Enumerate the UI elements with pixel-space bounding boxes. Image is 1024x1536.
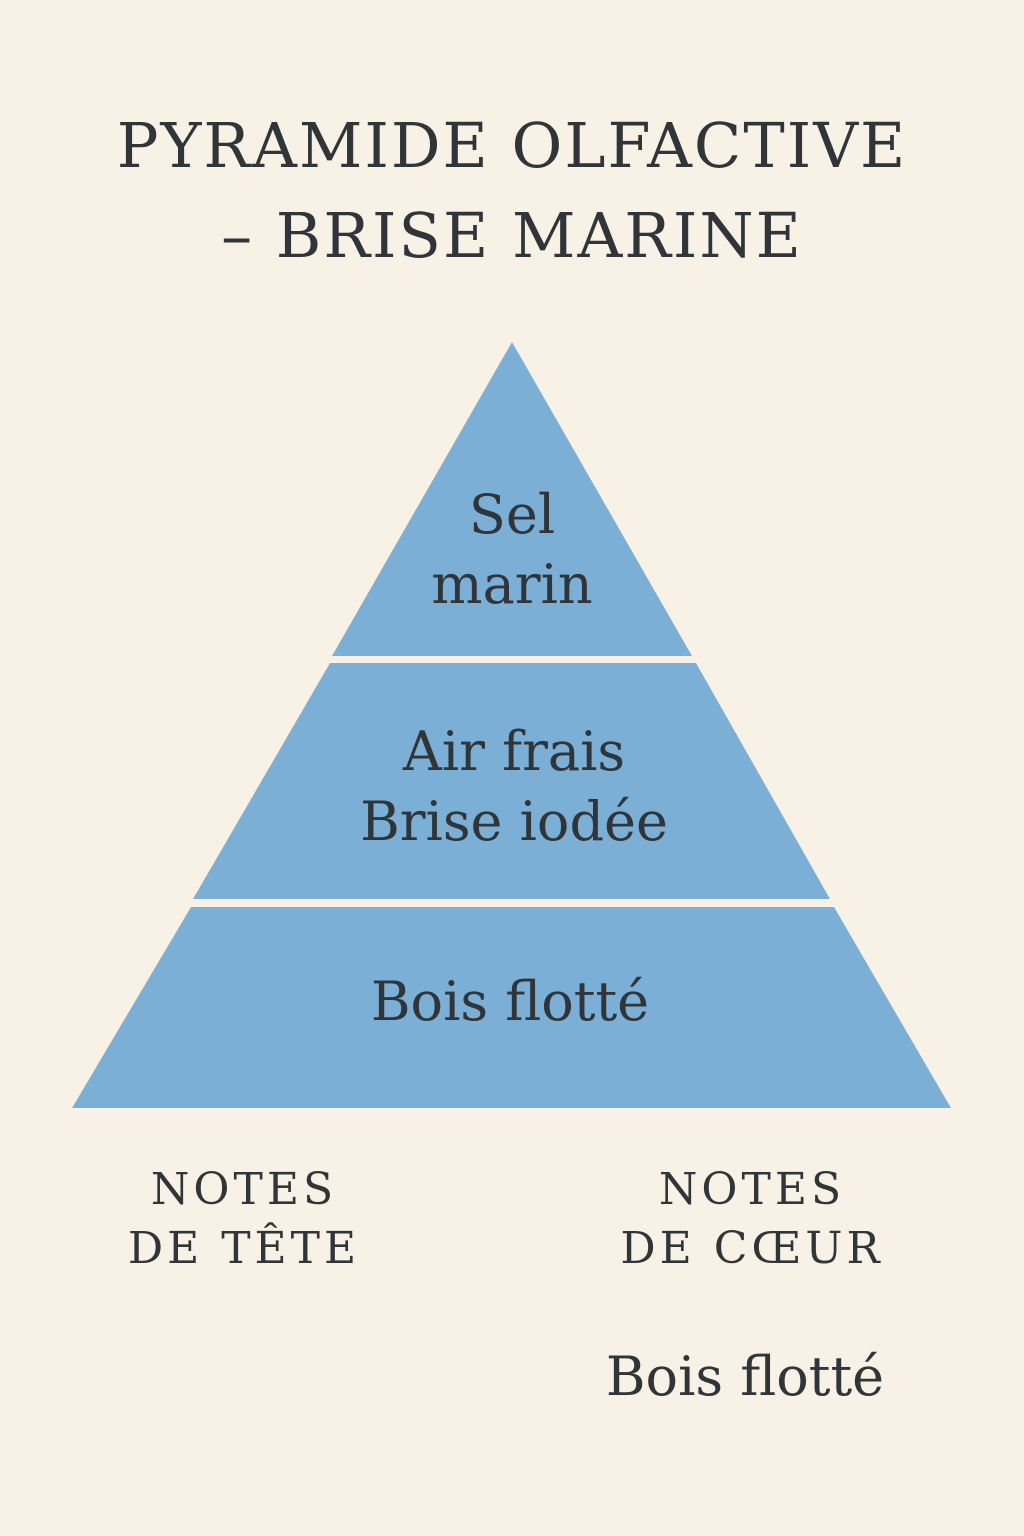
title-line-2: – BRISE MARINE xyxy=(221,199,803,272)
title-line-1: PYRAMIDE OLFACTIVE xyxy=(116,109,908,182)
label-top-notes: NOTES DE TÊTE xyxy=(84,1160,404,1279)
bottom-note: Bois flotté xyxy=(605,1345,885,1408)
tier-top-line-2: marin xyxy=(431,553,592,616)
tier-middle-line-2: Brise iodée xyxy=(360,790,668,853)
tier-top-line-1: Sel xyxy=(469,483,555,546)
label-top-notes-line-2: DE TÊTE xyxy=(127,1223,361,1275)
label-top-notes-line-1: NOTES xyxy=(150,1164,338,1215)
tier-middle-line-1: Air frais xyxy=(402,720,625,783)
pyramid-tier-bottom xyxy=(72,907,951,1108)
label-heart-notes-line-1: NOTES xyxy=(658,1164,846,1215)
label-heart-notes-line-2: DE CŒUR xyxy=(620,1223,884,1275)
label-heart-notes: NOTES DE CŒUR xyxy=(592,1160,912,1279)
tier-bottom-line-1: Bois flotté xyxy=(371,970,649,1033)
pyramid-tier-middle xyxy=(193,663,830,899)
pyramid-tier-top xyxy=(332,342,692,656)
